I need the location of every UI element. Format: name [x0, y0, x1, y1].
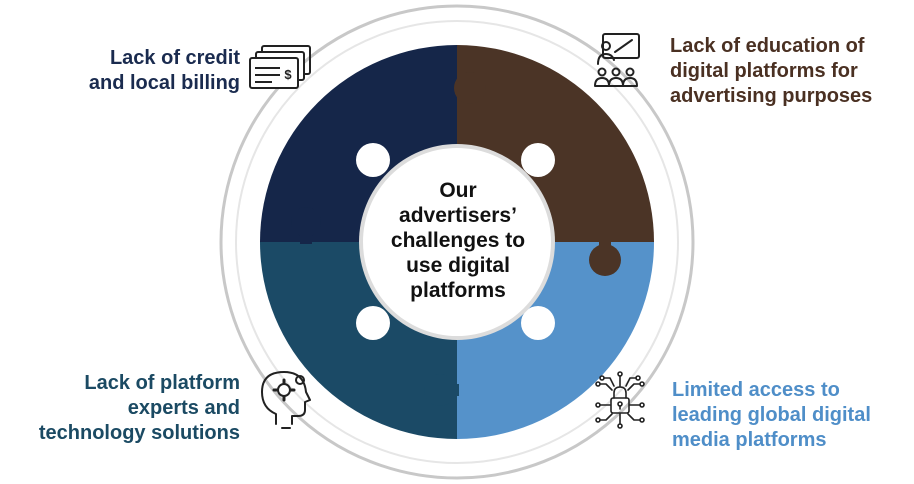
center-title-line: challenges to — [390, 229, 526, 252]
challenge-line: media platforms — [672, 429, 827, 451]
challenge-line: advertising purposes — [670, 85, 873, 107]
svg-text:$: $ — [284, 67, 292, 82]
challenge-line: technology solutions — [38, 422, 240, 444]
puzzle-tab-top-neck — [455, 82, 463, 94]
classroom-teacher-icon — [594, 33, 640, 87]
puzzle-tab-bottom — [424, 374, 456, 406]
challenge-education: Lack of education of digital platforms f… — [670, 34, 914, 109]
challenge-line: leading global digital — [672, 404, 871, 426]
challenge-line: Lack of platform — [84, 372, 240, 394]
puzzle-tab-left — [291, 207, 321, 237]
challenge-line: Lack of credit — [109, 47, 240, 69]
challenge-line: digital platforms for — [670, 60, 858, 82]
puzzle-tab-top — [454, 72, 486, 104]
puzzle-tab-bottom-neck — [450, 384, 459, 396]
outer-ring — [219, 4, 695, 480]
center-title-line: platforms — [410, 279, 506, 302]
challenge-credit-billing: Lack of credit and local billing — [40, 46, 240, 96]
center-title-line: advertisers’ — [399, 204, 517, 227]
puzzle-tab-right-neck — [599, 236, 611, 250]
center-knob-se — [521, 306, 555, 340]
challenge-line: Limited access to — [672, 379, 840, 401]
center-title-line: use digital — [406, 254, 510, 277]
center-knob-nw — [356, 143, 390, 177]
circuit-lock-icon — [595, 371, 645, 429]
center-title: Our advertisers’ challenges to use digit… — [363, 178, 553, 303]
challenge-line: and local billing — [88, 72, 240, 94]
center-knob-ne — [521, 143, 555, 177]
credit-card-billing-icon: $ — [249, 45, 311, 89]
challenge-line: Lack of education of — [670, 35, 865, 57]
center-knob-sw — [356, 306, 390, 340]
center-title-line: Our — [439, 179, 477, 202]
puzzle-tab-left-neck — [300, 232, 312, 244]
challenge-line: experts and — [127, 397, 240, 419]
gear-head-icon — [261, 371, 311, 429]
puzzle-tab-right — [589, 244, 621, 276]
challenge-platform-experts: Lack of platform experts and technology … — [0, 371, 240, 446]
center-disc — [363, 148, 551, 336]
challenge-limited-access: Limited access to leading global digital… — [672, 378, 914, 453]
